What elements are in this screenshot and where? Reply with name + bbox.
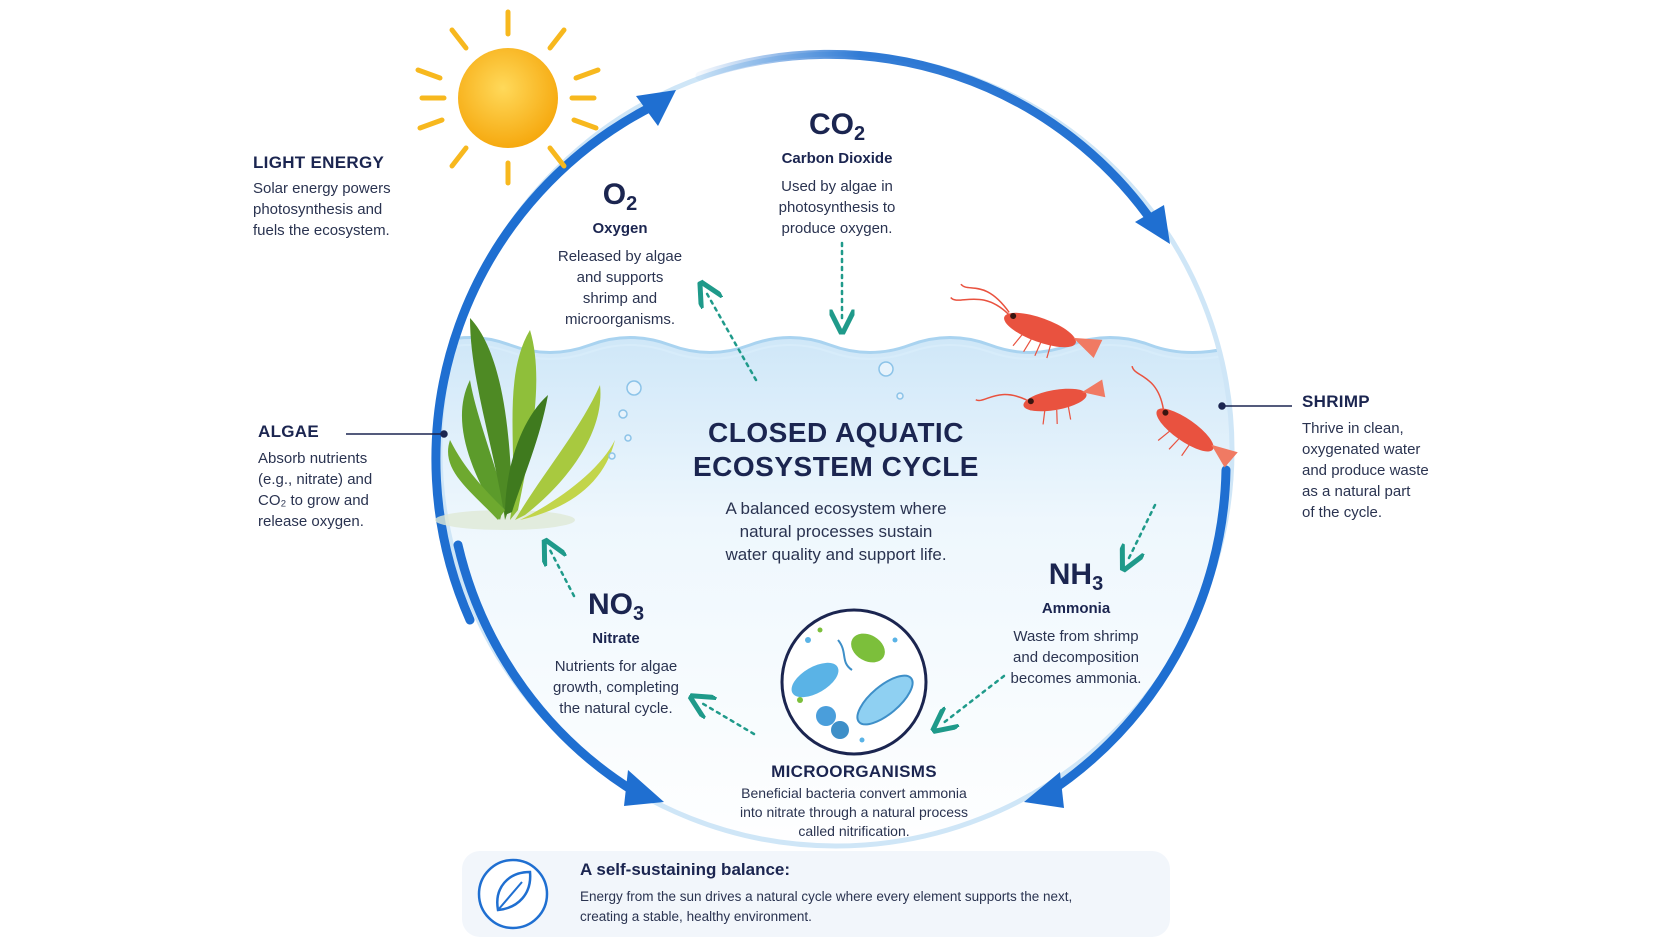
algae-text: Absorb nutrients (e.g., nitrate) and CO₂… — [258, 448, 438, 532]
page-subtitle: A balanced ecosystem where natural proce… — [676, 497, 996, 566]
microorganisms-heading: MICROORGANISMS — [771, 762, 937, 781]
co2-line: Used by algae in — [781, 178, 893, 195]
microorganisms-line: called nitrification. — [798, 823, 910, 839]
cycle-arrows — [431, 49, 1231, 808]
balance-panel — [462, 851, 1170, 937]
arrow-nitrate-to-algae — [550, 550, 576, 598]
shrimp-line: Thrive in clean, — [1302, 420, 1404, 437]
arrow-ammonia-to-microbes — [942, 674, 1006, 724]
arrowhead-top-left — [636, 90, 676, 126]
subtitle-line: water quality and support life. — [725, 545, 947, 564]
arrowhead-bottom-left — [624, 770, 664, 806]
arrow-oxygen-up — [706, 292, 758, 382]
shrimp-line: of the cycle. — [1302, 504, 1383, 521]
light-energy-line: fuels the ecosystem. — [253, 222, 390, 239]
title-line: CLOSED AQUATIC — [708, 417, 964, 448]
leader-lines — [346, 402, 1292, 438]
arrowhead-bottom-right — [1024, 772, 1064, 808]
light-energy-line: Solar energy powers — [253, 180, 391, 197]
shrimp-line: oxygenated water — [1302, 441, 1421, 458]
algae-line: (e.g., nitrate) and — [258, 471, 373, 488]
subtitle-line: natural processes sustain — [739, 522, 933, 541]
balance-panel-line: creating a stable, healthy environment. — [580, 909, 812, 924]
water-body — [440, 336, 1232, 846]
microorganism-illustration — [780, 608, 928, 756]
algae-line: Absorb nutrients — [258, 450, 368, 467]
shrimp-illustration — [950, 283, 1238, 468]
balance-panel-title: A self-sustaining balance: — [580, 860, 791, 879]
nitrate-line: Nutrients for algae — [554, 658, 678, 675]
shrimp-heading: SHRIMP — [1302, 392, 1370, 411]
nitrate-formula: NO3 — [587, 588, 645, 625]
oxygen-line: Released by algae — [557, 248, 683, 265]
sun-icon — [415, 9, 601, 186]
algae-heading: ALGAE — [258, 422, 319, 441]
shrimp-line: as a natural part — [1302, 483, 1411, 500]
ammonia-line: becomes ammonia. — [1010, 670, 1142, 687]
title-line: ECOSYSTEM CYCLE — [693, 451, 979, 482]
oxygen-name: Oxygen — [592, 220, 648, 237]
light-energy-heading: LIGHT ENERGY — [253, 153, 385, 172]
algae-line: CO₂ to grow and — [258, 492, 369, 509]
ammonia-text: Waste from shrimp and decomposition beco… — [996, 626, 1156, 689]
oxygen-line: microorganisms. — [564, 311, 676, 328]
nitrate-text: Nutrients for algae growth, completing t… — [536, 656, 696, 719]
page-title: CLOSED AQUATIC ECOSYSTEM CYCLE — [656, 416, 1016, 484]
co2-line: produce oxygen. — [781, 220, 893, 237]
subtitle-line: A balanced ecosystem where — [725, 499, 947, 518]
light-energy-text: Solar energy powers photosynthesis and f… — [253, 178, 453, 241]
ammonia-line: and decomposition — [1013, 649, 1139, 666]
arrow-shrimp-to-ammonia — [1128, 503, 1157, 560]
microorganisms-text: Beneficial bacteria convert ammonia into… — [686, 784, 1022, 841]
flow-arrows — [550, 241, 1157, 736]
nitrate-line: the natural cycle. — [559, 700, 673, 717]
bubbles — [608, 361, 904, 460]
nitrate-line: growth, completing — [553, 679, 679, 696]
oxygen-formula: O2 — [602, 178, 638, 215]
microorganisms-line: Beneficial bacteria convert ammonia — [741, 785, 967, 801]
arrowhead-top-right — [1135, 205, 1170, 244]
ammonia-line: Waste from shrimp — [1013, 628, 1139, 645]
arrow-microbes-to-nitrate — [700, 702, 756, 736]
shrimp-line: and produce waste — [1302, 462, 1429, 479]
ammonia-name: Ammonia — [1041, 600, 1111, 617]
algae-illustration — [435, 318, 615, 530]
co2-text: Used by algae in photosynthesis to produ… — [752, 176, 922, 239]
balance-panel-line: Energy from the sun drives a natural cyc… — [580, 889, 1073, 904]
nitrate-name: Nitrate — [592, 630, 640, 647]
microorganisms-line: into nitrate through a natural process — [739, 804, 969, 820]
light-energy-line: photosynthesis and — [253, 201, 383, 218]
shrimp-text: Thrive in clean, oxygenated water and pr… — [1302, 418, 1472, 523]
oxygen-line: and supports — [576, 269, 664, 286]
oxygen-line: shrimp and — [582, 290, 658, 307]
co2-formula: CO2 — [808, 108, 866, 145]
algae-line: release oxygen. — [258, 513, 364, 530]
balance-panel-text: Energy from the sun drives a natural cyc… — [580, 887, 1140, 927]
oxygen-text: Released by algae and supports shrimp an… — [540, 246, 700, 330]
co2-line: photosynthesis to — [778, 199, 896, 216]
ammonia-formula: NH3 — [1048, 558, 1104, 595]
co2-name: Carbon Dioxide — [781, 150, 893, 167]
